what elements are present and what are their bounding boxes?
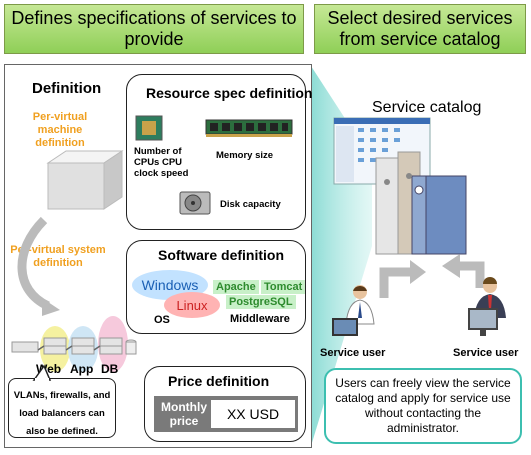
os-label: OS	[154, 314, 170, 326]
virtual-system-servers-icon	[11, 337, 137, 355]
service-catalog-icon	[333, 117, 467, 255]
price-row: Monthly price XX USD	[154, 396, 298, 432]
linux-label: Linux	[176, 297, 208, 313]
service-user-1-label: Service user	[320, 347, 386, 359]
memory-module-icon	[205, 119, 293, 137]
price-value: XX USD	[211, 400, 295, 428]
virtual-machine-cube-icon	[46, 150, 124, 210]
per-vsys-label: Per-virtual system definition	[10, 244, 106, 269]
memory-label: Memory size	[216, 150, 274, 161]
note-pointer	[32, 364, 52, 381]
left-banner-text: Defines specifications of services to pr…	[11, 8, 297, 49]
tomcat-tag: Tomcat	[261, 280, 306, 294]
service-user-2-icon	[468, 277, 506, 336]
curved-arrow-icon	[17, 216, 60, 316]
cpu-chip-icon	[135, 115, 163, 141]
catalog-note: Users can freely view the service catalo…	[324, 368, 522, 444]
windows-label: Windows	[141, 277, 199, 293]
price-title: Price definition	[168, 373, 270, 389]
resource-spec-box	[126, 74, 306, 230]
right-banner-text: Select desired services from service cat…	[327, 8, 513, 49]
tier-db: DB	[101, 362, 119, 376]
service-catalog-title: Service catalog	[372, 99, 482, 116]
network-note-text: VLANs, firewalls, and load balancers can…	[13, 390, 111, 437]
hard-disk-icon	[179, 191, 211, 215]
service-user-2-label: Service user	[453, 347, 519, 359]
per-vm-label: Per-virtual machine definition	[32, 111, 88, 149]
postgresql-tag: PostgreSQL	[226, 295, 296, 309]
cpu-label: Number of CPUs CPU clock speed	[134, 146, 189, 179]
left-banner: Defines specifications of services to pr…	[4, 4, 304, 54]
user-arrows	[379, 254, 485, 298]
network-note: VLANs, firewalls, and load balancers can…	[8, 378, 116, 438]
definition-title: Definition	[32, 80, 102, 97]
disk-label: Disk capacity	[220, 199, 281, 210]
linux-oval: Linux	[164, 292, 220, 318]
resource-spec-title: Resource spec definition	[146, 85, 313, 101]
tier-app: App	[70, 362, 94, 376]
service-user-1-icon	[332, 285, 375, 336]
monthly-price-label: Monthly price	[161, 400, 207, 428]
right-banner: Select desired services from service cat…	[314, 4, 526, 54]
software-title: Software definition	[158, 247, 284, 263]
catalog-note-text: Users can freely view the service catalo…	[335, 376, 511, 435]
middleware-label: Middleware	[230, 313, 290, 325]
apache-tag: Apache	[213, 280, 259, 294]
